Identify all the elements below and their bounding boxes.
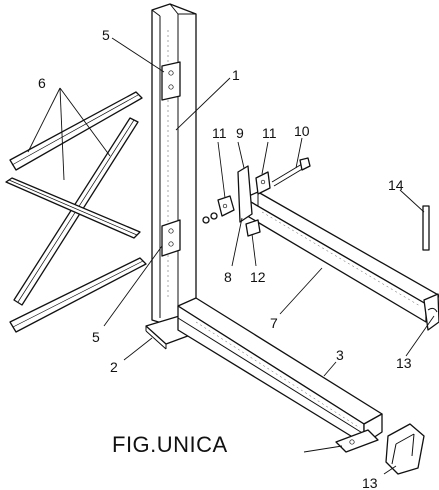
clamp-left: [217, 195, 235, 217]
bracing-bars: [5, 91, 147, 333]
pin: [422, 205, 430, 251]
leader-lines: [27, 37, 435, 475]
label-8: 8: [224, 269, 232, 285]
label-13-arm: 13: [396, 355, 412, 371]
label-5-upper: 5: [102, 27, 110, 43]
clamp-lower: [245, 219, 261, 237]
reference-labels: 5 6 1 11 9 11 10 14 8 12 5 2 7 3 13 13: [38, 27, 412, 490]
label-13-loose: 13: [362, 475, 378, 490]
end-cap-on-arm: [423, 293, 439, 331]
label-1: 1: [232, 67, 240, 83]
label-12: 12: [250, 269, 266, 285]
label-3: 3: [336, 347, 344, 363]
clamp-right: [255, 171, 271, 195]
label-6: 6: [38, 75, 46, 91]
end-cap-loose: [385, 423, 425, 475]
base-plate-foot: [335, 429, 379, 453]
label-14: 14: [388, 177, 404, 193]
label-9: 9: [236, 125, 244, 141]
joint-plate-upper: [161, 61, 181, 101]
brace-bar-bottom: [9, 257, 147, 333]
label-11-left: 11: [212, 125, 227, 141]
bolt-assembly: [202, 157, 311, 224]
label-5-lower: 5: [92, 329, 100, 345]
figure-caption: FIG.UNICA: [112, 432, 228, 457]
label-10: 10: [294, 123, 310, 139]
label-7: 7: [270, 315, 278, 331]
label-11-right: 11: [262, 125, 277, 141]
vertical-column: [151, 3, 197, 329]
label-2: 2: [110, 359, 118, 375]
bracket-plate: [237, 165, 253, 223]
cantilever-arm: [243, 191, 439, 323]
horizontal-beam: [177, 297, 383, 445]
joint-plate-lower: [161, 219, 181, 257]
